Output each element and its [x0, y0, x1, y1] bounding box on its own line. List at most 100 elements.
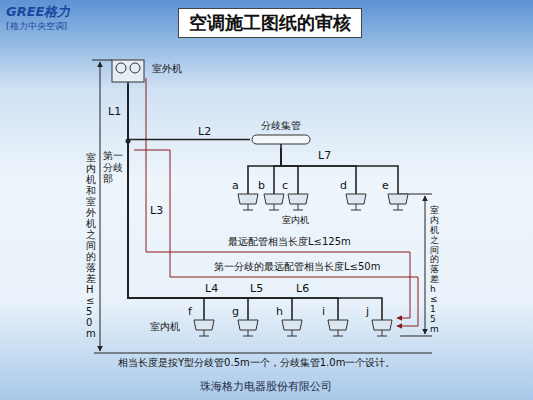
- indoor-casing: [264, 194, 284, 204]
- unit-icon: [322, 306, 350, 340]
- branch-label: 第一分歧部: [103, 150, 125, 185]
- drain-symbol: [351, 204, 361, 210]
- dimension-line: [100, 62, 101, 351]
- segment-label: L4: [205, 283, 218, 296]
- unit-letter: a: [232, 180, 239, 193]
- unit-letter: f: [188, 306, 192, 319]
- pipe-stub: [203, 306, 205, 320]
- segment-label: L3: [150, 205, 163, 218]
- height-note: 室内机和室外机之间的落差H≤50m: [86, 152, 96, 339]
- indoor-casing: [328, 320, 348, 330]
- drain-symbol: [333, 330, 343, 336]
- indoor-unit: c 室内机: [282, 180, 310, 225]
- unit-letter: e: [382, 180, 389, 193]
- unit-letter: g: [232, 306, 239, 319]
- indoor-casing: [288, 194, 308, 204]
- limit-note: 最远配管相当长度L≤125m: [228, 236, 351, 248]
- segment-label: L7: [318, 150, 331, 163]
- branch-header: 分歧集管: [250, 120, 312, 148]
- dimension-tick: [400, 336, 432, 337]
- pipe-stub: [381, 306, 383, 320]
- refrigerant-pipe: [128, 84, 250, 140]
- pipe-stub: [280, 144, 282, 148]
- indoor-casing: [282, 320, 302, 330]
- pipe-stub: [337, 306, 339, 320]
- indoor-casing: [346, 194, 366, 204]
- base-line: [94, 353, 432, 354]
- title-text: 空调施工图纸的审核: [189, 12, 351, 33]
- pipe-stub: [291, 306, 293, 320]
- drain-symbol: [393, 204, 403, 210]
- logo-subtitle: [格力中央空调]: [6, 21, 67, 31]
- refrigerant-pipe: [281, 148, 398, 180]
- indoor-casing: [388, 194, 408, 204]
- height-note: 室内机之间的落差h≤15m: [430, 206, 439, 335]
- dimension-tick: [92, 60, 112, 61]
- indoor-unit: i: [322, 306, 350, 340]
- refrigerant-pipe: [274, 148, 281, 180]
- indoor-unit: a: [232, 180, 260, 214]
- indoor-unit: d: [340, 180, 368, 214]
- outdoor-casing: [112, 60, 144, 82]
- segment-label: L1: [108, 106, 121, 119]
- logo: GREE格力: [6, 5, 70, 20]
- drain-symbol: [243, 204, 253, 210]
- indoor-casing: [194, 320, 214, 330]
- segment-label: L6: [296, 283, 309, 296]
- outdoor-unit: 室外机: [112, 56, 192, 84]
- refrigerant-pipe: [281, 148, 356, 180]
- refrigerant-pipe: [281, 148, 298, 180]
- segment-label: L2: [198, 126, 211, 139]
- drain-symbol: [377, 330, 387, 336]
- refrigerant-pipe: [128, 84, 338, 306]
- drain-symbol: [269, 204, 279, 210]
- indoor-casing: [238, 194, 258, 204]
- unit-icon: [366, 306, 394, 340]
- pipe-stub: [247, 306, 249, 320]
- unit-letter: j: [366, 306, 369, 319]
- indoor-unit: b: [258, 180, 286, 214]
- company-name: 珠海格力电器股份有限公司: [200, 381, 332, 394]
- pipe-stub: [247, 180, 249, 194]
- unit-label: 室外机: [152, 63, 182, 75]
- refrigerant-pipe: [128, 84, 292, 306]
- pipe-stub: [297, 180, 299, 194]
- pipe-stub: [355, 180, 357, 194]
- first-branch-trace: [134, 150, 418, 326]
- drain-symbol: [243, 330, 253, 336]
- drain-symbol: [199, 330, 209, 336]
- indoor-unit: g: [232, 306, 260, 340]
- unit-label: 分歧集管: [261, 120, 301, 132]
- refrigerant-pipe: [128, 84, 204, 306]
- unit-letter: i: [322, 306, 325, 319]
- pipe-stub: [127, 82, 129, 84]
- unit-label: 室内机: [282, 215, 309, 225]
- unit-letter: d: [340, 180, 347, 193]
- farthest-pipe-trace: [146, 78, 410, 318]
- drain-symbol: [293, 204, 303, 210]
- fan: [130, 63, 140, 73]
- header-pipe: [252, 135, 310, 144]
- footnote: 相当长度是按Y型分歧管0.5m一个，分歧集管1.0m一个设计。: [118, 357, 395, 369]
- limit-note: 第一分歧的最远配管相当长度L≤50m: [214, 261, 380, 273]
- indoor-unit: e: [382, 180, 410, 214]
- segment-label: L5: [250, 283, 263, 296]
- pipe-stub: [273, 180, 275, 194]
- fan: [116, 63, 126, 73]
- drain-symbol: [287, 330, 297, 336]
- indoor-casing: [372, 320, 392, 330]
- title-box: 空调施工图纸的审核: [178, 8, 362, 38]
- refrigerant-pipe: [128, 84, 248, 306]
- indoor-unit: 室内机 f: [150, 306, 216, 340]
- unit-letter: h: [276, 306, 283, 319]
- dimension-line: [425, 196, 426, 334]
- pipe-stub: [397, 180, 399, 194]
- unit-label: 室内机: [150, 321, 180, 333]
- unit-letter: b: [258, 180, 265, 193]
- indoor-casing: [238, 320, 258, 330]
- refrigerant-pipe: [248, 148, 281, 180]
- unit-letter: c: [282, 180, 288, 193]
- indoor-unit: h: [276, 306, 304, 340]
- refrigerant-pipe: [128, 84, 382, 306]
